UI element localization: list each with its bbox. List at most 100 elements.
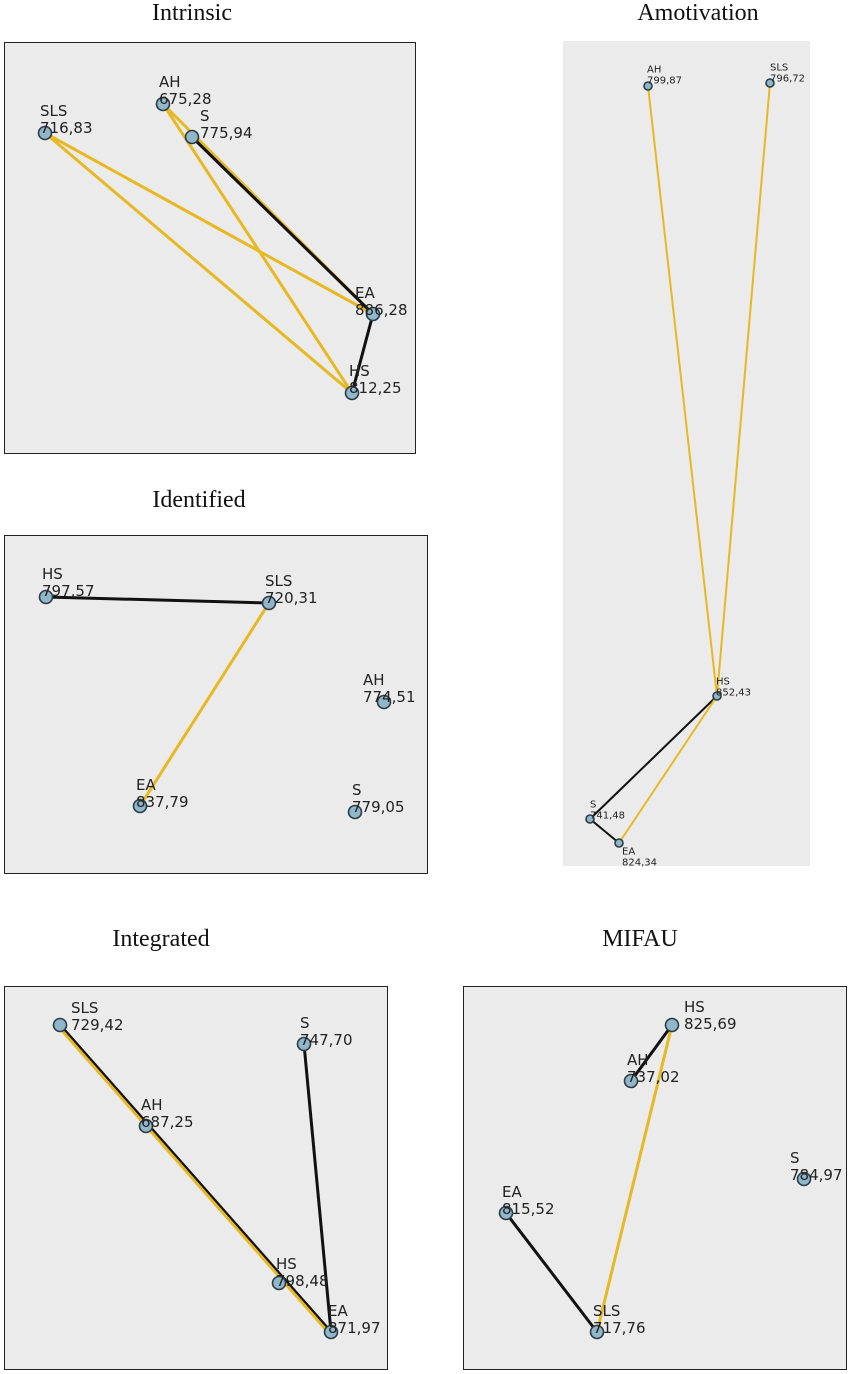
node-value-amotivation-ea: 824,34	[622, 858, 657, 869]
node-amotivation-ah	[643, 81, 653, 91]
node-intrinsic-ea	[365, 306, 381, 322]
node-name-integrated-hs: HS	[276, 1255, 297, 1273]
node-integrated-ah	[138, 1118, 154, 1134]
node-identified-ea	[132, 798, 148, 814]
edge-intrinsic-ea-hs	[350, 312, 375, 395]
node-mifau-s	[796, 1171, 812, 1187]
node-value-identified-hs: 797,57	[42, 582, 95, 600]
node-mifau-hs	[664, 1017, 680, 1033]
node-name-mifau-ah: AH	[627, 1051, 649, 1069]
node-integrated-ea	[323, 1324, 339, 1340]
node-identified-hs	[38, 589, 54, 605]
node-name-mifau-ea: EA	[502, 1183, 522, 1201]
node-name-intrinsic-hs: HS	[349, 362, 370, 380]
title-intrinsic: Intrinsic	[152, 0, 232, 26]
node-identified-s	[347, 804, 363, 820]
edge-intrinsic-s-ea	[190, 135, 375, 316]
title-mifau: MIFAU	[602, 926, 678, 952]
node-name-identified-sls: SLS	[265, 572, 292, 590]
node-value-identified-sls: 720,31	[265, 589, 318, 607]
node-name-amotivation-s: S	[590, 800, 596, 811]
edge-amotivation-hs-s	[589, 695, 718, 820]
node-integrated-hs	[271, 1275, 287, 1291]
node-name-amotivation-sls: SLS	[770, 63, 788, 74]
node-mifau-ea	[498, 1205, 514, 1221]
edge-amotivation-ah-hs	[647, 85, 718, 697]
node-mifau-ah	[623, 1073, 639, 1089]
node-amotivation-s	[585, 814, 595, 824]
node-value-identified-ah: 774,51	[363, 688, 416, 706]
edge-integrated-s-ea	[302, 1042, 333, 1334]
node-integrated-s	[296, 1036, 312, 1052]
node-name-intrinsic-ah: AH	[159, 73, 181, 91]
node-name-mifau-hs: HS	[684, 998, 705, 1016]
node-name-mifau-sls: SLS	[593, 1302, 620, 1320]
node-name-intrinsic-sls: SLS	[40, 102, 67, 120]
edge-identified-hs-sls	[44, 595, 271, 605]
title-amotivation: Amotivation	[637, 0, 759, 26]
node-name-identified-s: S	[352, 781, 362, 799]
node-value-integrated-sls: 729,42	[71, 1016, 124, 1034]
node-name-integrated-ah: AH	[141, 1096, 163, 1114]
node-intrinsic-hs	[344, 385, 360, 401]
node-value-amotivation-sls: 796,72	[770, 74, 805, 85]
node-value-integrated-ah: 687,25	[141, 1113, 194, 1131]
edge-intrinsic-ah-hs	[161, 102, 354, 395]
node-amotivation-sls	[765, 78, 775, 88]
node-name-integrated-sls: SLS	[71, 999, 98, 1017]
node-value-mifau-sls: 717,76	[593, 1319, 646, 1337]
node-integrated-sls	[52, 1017, 68, 1033]
title-integrated: Integrated	[112, 926, 210, 952]
edge-identified-sls-ea	[138, 601, 271, 808]
edge-amotivation-sls-hs	[716, 82, 771, 697]
node-value-mifau-ea: 815,52	[502, 1200, 555, 1218]
node-value-amotivation-s: 741,48	[590, 811, 625, 822]
node-value-identified-ea: 837,79	[136, 793, 189, 811]
node-value-identified-s: 779,05	[352, 798, 405, 816]
edge-mifau-ea-sls	[504, 1211, 599, 1334]
node-value-mifau-hs: 825,69	[684, 1015, 737, 1033]
node-name-integrated-ea: EA	[328, 1302, 348, 1320]
node-value-intrinsic-hs: 812,25	[349, 379, 402, 397]
node-value-amotivation-ah: 799,87	[647, 76, 682, 87]
edge-intrinsic-sls-ea	[43, 131, 375, 316]
node-amotivation-hs	[712, 691, 722, 701]
node-name-amotivation-ah: AH	[647, 65, 661, 76]
edge-amotivation-hs-ea	[618, 695, 718, 844]
node-name-intrinsic-s: S	[200, 107, 210, 125]
node-value-intrinsic-ah: 675,28	[159, 90, 212, 108]
node-value-integrated-hs: 798,48	[276, 1272, 329, 1290]
node-intrinsic-sls	[37, 125, 53, 141]
node-intrinsic-ah	[155, 96, 171, 112]
node-mifau-sls	[589, 1324, 605, 1340]
node-name-intrinsic-ea: EA	[355, 284, 375, 302]
node-name-mifau-s: S	[790, 1149, 800, 1167]
node-name-identified-hs: HS	[42, 565, 63, 583]
node-value-mifau-ah: 737,02	[627, 1068, 680, 1086]
node-value-mifau-s: 784,97	[790, 1166, 843, 1184]
node-value-integrated-s: 747,70	[300, 1031, 353, 1049]
node-value-intrinsic-s: 775,94	[200, 124, 253, 142]
node-value-amotivation-hs: 852,43	[716, 688, 751, 699]
node-name-amotivation-ea: EA	[622, 847, 635, 858]
edge-mifau-hs-sls	[595, 1023, 674, 1334]
node-value-integrated-ea: 871,97	[328, 1319, 381, 1337]
edge-mifau-ah-hs	[629, 1023, 674, 1083]
node-amotivation-ea	[614, 838, 624, 848]
node-name-amotivation-hs: HS	[716, 677, 730, 688]
node-value-intrinsic-sls: 716,83	[40, 119, 93, 137]
edge-intrinsic-sls-hs	[43, 131, 354, 395]
node-name-identified-ea: EA	[136, 776, 156, 794]
node-identified-sls	[261, 595, 277, 611]
node-name-integrated-s: S	[300, 1014, 310, 1032]
node-value-intrinsic-ea: 886,28	[355, 301, 408, 319]
node-identified-ah	[376, 694, 392, 710]
node-name-identified-ah: AH	[363, 671, 385, 689]
panel-amotivation	[563, 41, 810, 866]
